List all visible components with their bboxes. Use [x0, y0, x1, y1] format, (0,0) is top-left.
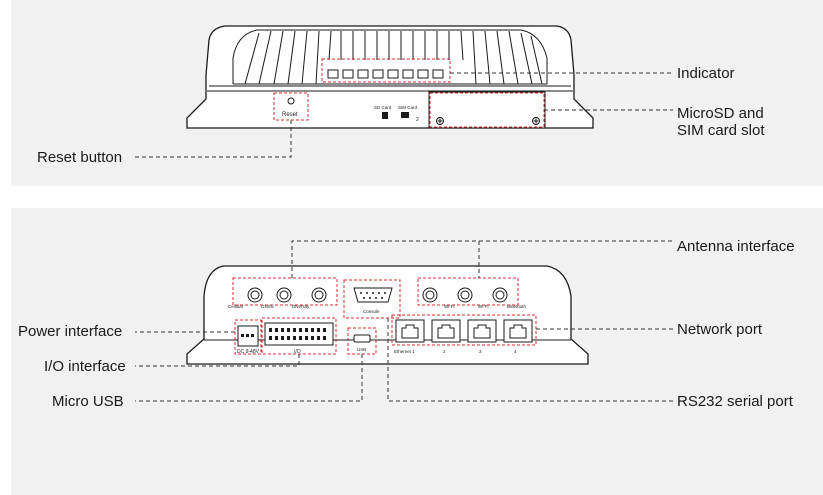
- microsd-sim-callout-line1: MicroSD and: [677, 105, 764, 122]
- rs232-callout: RS232 serial port: [677, 393, 793, 410]
- front-view-panel: Cellular GNSS Diversity Wi-Fi Wi-Fi Blue…: [11, 208, 823, 495]
- antenna-callout: Antenna interface: [677, 238, 795, 255]
- power-highlight: [234, 319, 262, 355]
- front-view-drawing: Cellular GNSS Diversity Wi-Fi Wi-Fi Blue…: [135, 240, 673, 402]
- cellular-label: Cellular: [228, 304, 244, 309]
- gnss-label: GNSS: [261, 304, 274, 309]
- antenna-connectors: [247, 287, 508, 303]
- usb-callout: Micro USB: [52, 393, 124, 410]
- console-label: Console: [363, 309, 380, 314]
- usb-port: [353, 334, 371, 343]
- usb-device-label: USB: [357, 347, 366, 352]
- eth4-label: 4: [514, 349, 517, 354]
- network-callout: Network port: [677, 321, 763, 338]
- io-device-label: I/O: [294, 349, 301, 355]
- card-slot-cover: [428, 91, 546, 129]
- sim-card-icon: [401, 112, 409, 118]
- io-callout: I/O interface: [44, 358, 126, 375]
- power-pins: [241, 334, 254, 337]
- indicator-highlight: [321, 58, 451, 83]
- eth2-label: 2: [443, 349, 446, 354]
- antenna-right-highlight: [417, 277, 519, 306]
- eth1-label: Ethernet 1: [394, 349, 415, 354]
- io-pins: [269, 328, 326, 340]
- reset-callout: Reset button: [37, 149, 123, 166]
- ethernet-sockets: [401, 324, 527, 339]
- io-terminal: [264, 322, 334, 346]
- sim-card-label: SIM Card: [398, 105, 418, 110]
- rs232-connector: [353, 287, 393, 303]
- reset-device-label: Reset: [282, 112, 298, 118]
- ethernet-ports: [395, 319, 533, 343]
- dc-label: DC 9-48V: [237, 349, 260, 355]
- sd-card-label: SD Card: [374, 105, 392, 110]
- rs232-pins: [360, 292, 386, 299]
- eth3-label: 3: [479, 349, 482, 354]
- reset-hole: [287, 97, 295, 105]
- indicator-callout: Indicator: [677, 65, 735, 82]
- sd-card-icon: [382, 112, 388, 119]
- slot-screws: [436, 117, 540, 125]
- microsd-sim-callout-line2: SIM card slot: [677, 122, 765, 139]
- heatsink: [207, 29, 573, 92]
- power-callout: Power interface: [18, 323, 123, 340]
- top-leader-lines: [135, 72, 673, 158]
- top-view-drawing: Reset SD Card SIM Card 2: [135, 25, 673, 158]
- bluetooth-label: Bluetooth: [507, 304, 527, 309]
- wifi1-label: Wi-Fi: [444, 304, 455, 309]
- sim-number-label: 2: [416, 117, 419, 123]
- ethernet-highlight: [391, 314, 537, 346]
- antenna-left-highlight: [232, 277, 338, 306]
- top-view-panel: Reset SD Card SIM Card 2 Indicator Micro…: [11, 0, 823, 186]
- rs232-highlight: [343, 279, 401, 319]
- wifi2-label: Wi-Fi: [478, 304, 489, 309]
- indicator-leds: [327, 69, 444, 79]
- diversity-label: Diversity: [292, 304, 310, 309]
- front-leader-lines: [135, 240, 673, 402]
